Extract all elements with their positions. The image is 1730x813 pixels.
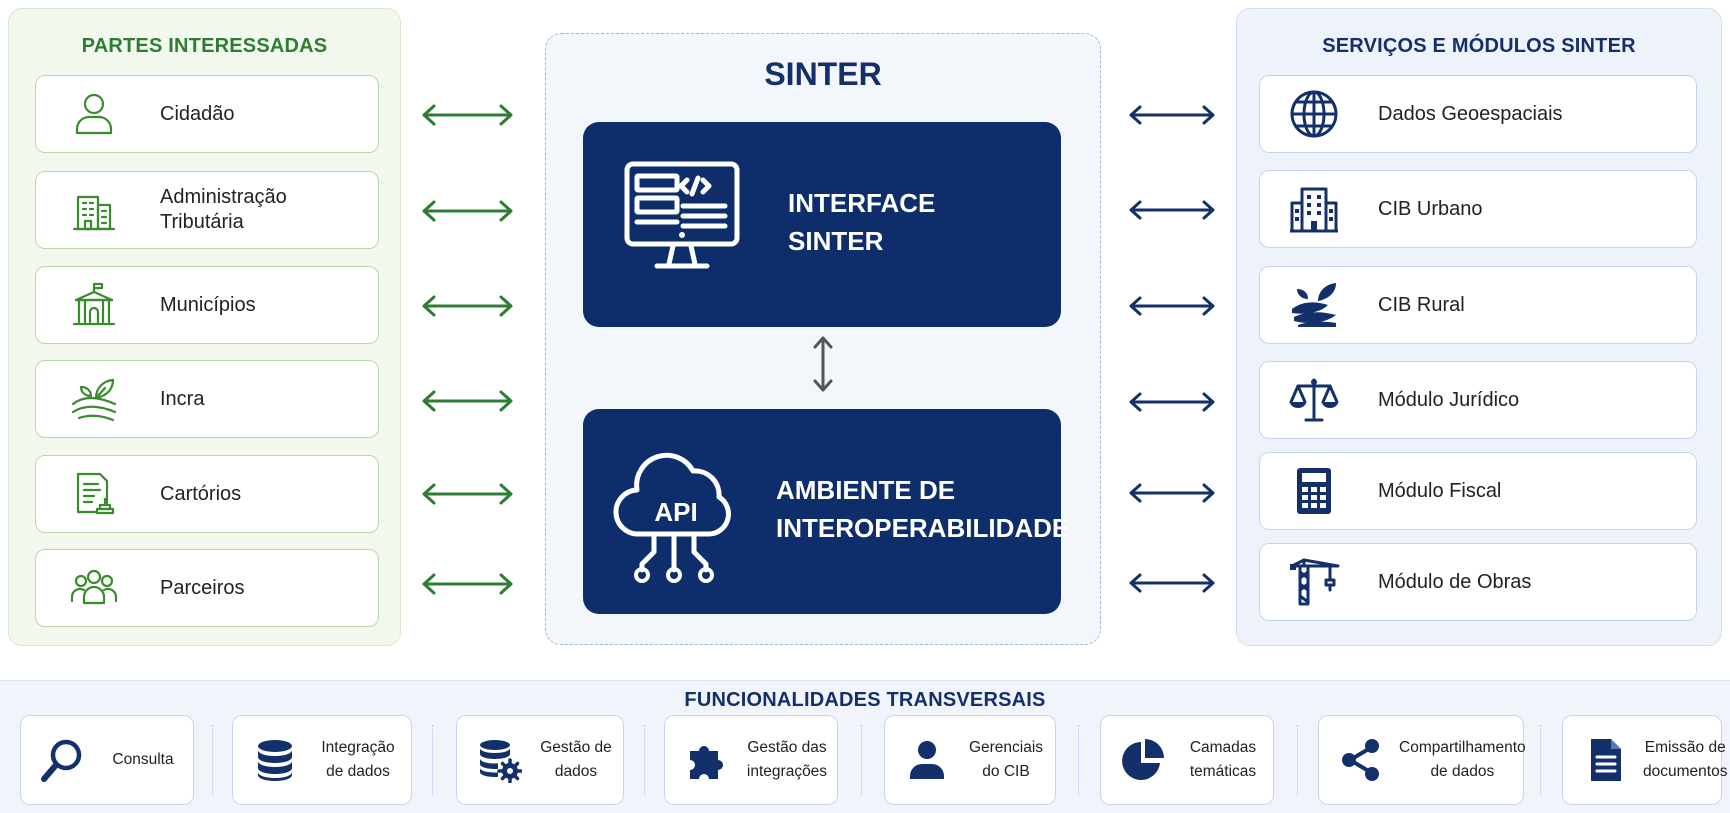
- stakeholder-label: Parceiros: [160, 576, 245, 599]
- feature-divider: [1078, 725, 1079, 795]
- connector-arrow-cib-urbano: [1129, 200, 1215, 220]
- connector-arrow-parceiros: [422, 573, 513, 595]
- sinter-title: SINTER: [764, 56, 882, 92]
- api-icon-text: API: [654, 497, 697, 527]
- feature-divider: [212, 725, 213, 795]
- city-hall-icon: [64, 279, 124, 331]
- field-leaf-icon: [64, 373, 124, 425]
- service-cib-urbano: CIB Urbano: [1259, 170, 1697, 248]
- stakeholder-municipios: Municípios: [35, 266, 379, 344]
- service-label: Módulo Jurídico: [1378, 388, 1520, 411]
- feature-label: Compartilhamento de dados: [1399, 739, 1526, 780]
- services-panel: SERVIÇOS E MÓDULOS SINTER Dados Geoespac…: [1236, 8, 1722, 646]
- connector-arrow-obras: [1129, 573, 1215, 593]
- interface-sinter-box: INTERFACE SINTER: [583, 122, 1061, 327]
- feature-label: Gestão de dados: [540, 739, 612, 780]
- connector-arrow-fiscal: [1129, 483, 1215, 503]
- database-gear-icon: [475, 736, 523, 784]
- feature-divider: [644, 725, 645, 795]
- feature-divider: [1297, 725, 1298, 795]
- feature-label: Consulta: [112, 751, 174, 768]
- building-icon: [64, 184, 124, 236]
- puzzle-icon: [683, 736, 731, 784]
- feature-label: Camadas temáticas: [1189, 739, 1257, 780]
- service-label: Dados Geoespaciais: [1378, 102, 1563, 125]
- feature-label: Integração de dados: [321, 739, 395, 780]
- service-label: Módulo Fiscal: [1378, 479, 1502, 502]
- document-stamp-icon: [64, 468, 124, 520]
- service-cib-rural: CIB Rural: [1259, 266, 1697, 344]
- feature-emissao-de-documentos: Emissão de documentos: [1562, 715, 1727, 805]
- stakeholders-title: PARTES INTERESSADAS: [81, 35, 328, 57]
- stakeholder-cartorios: Cartórios: [35, 455, 379, 533]
- service-label: Módulo de Obras: [1378, 570, 1532, 593]
- feature-label: Emissão de documentos: [1643, 739, 1728, 780]
- feature-gestao-das-integracoes: Gestão das integrações: [664, 715, 838, 805]
- service-modulo-obras: Módulo de Obras: [1259, 543, 1697, 621]
- connector-arrow-incra: [422, 390, 513, 412]
- stakeholders-panel: PARTES INTERESSADAS Cidadão Administraçã…: [8, 8, 401, 646]
- calculator-icon: [1284, 465, 1344, 517]
- pie-chart-icon: [1119, 736, 1167, 784]
- vertical-connector-arrow: [813, 336, 833, 392]
- feature-divider: [432, 725, 433, 795]
- database-icon: [251, 736, 299, 784]
- monitor-code-icon: [624, 161, 740, 269]
- share-icon: [1337, 736, 1385, 784]
- connector-arrow-administracao: [422, 200, 513, 222]
- stakeholder-label: Cartórios: [160, 482, 242, 505]
- feature-consulta: Consulta: [20, 715, 194, 805]
- feature-label: Gestão das integrações: [746, 739, 828, 780]
- services-title: SERVIÇOS E MÓDULOS SINTER: [1322, 35, 1636, 57]
- stakeholder-label: Administração Tributária: [160, 186, 287, 233]
- search-icon: [39, 736, 87, 784]
- service-modulo-juridico: Módulo Jurídico: [1259, 361, 1697, 439]
- globe-icon: [1284, 88, 1344, 140]
- interface-sinter-label: INTERFACE SINTER: [788, 188, 936, 256]
- connector-arrow-cidadao: [422, 104, 513, 126]
- transversal-features-title: FUNCIONALIDADES TRANSVERSAIS: [684, 689, 1046, 711]
- connector-arrow-cartorios: [422, 483, 513, 505]
- stakeholder-parceiros: Parceiros: [35, 549, 379, 627]
- feature-gestao-de-dados: Gestão de dados: [456, 715, 624, 805]
- connector-arrow-municipios: [422, 295, 513, 317]
- stakeholder-label: Incra: [160, 387, 205, 410]
- crane-icon: [1284, 556, 1344, 608]
- connector-arrow-juridico: [1129, 392, 1215, 412]
- stakeholder-incra: Incra: [35, 360, 379, 438]
- document-icon: [1581, 736, 1629, 784]
- feature-divider: [861, 725, 862, 795]
- stakeholder-cidadao: Cidadão: [35, 75, 379, 153]
- service-label: CIB Rural: [1378, 293, 1465, 316]
- stakeholder-label: Municípios: [160, 293, 256, 316]
- user-icon: [903, 736, 951, 784]
- service-dados-geoespaciais: Dados Geoespaciais: [1259, 75, 1697, 153]
- interoperability-label: AMBIENTE DE INTEROPERABILIDADE: [776, 475, 1070, 543]
- interoperability-box: API AMBIENTE DE INTEROPERABILIDADE: [583, 409, 1069, 614]
- cloud-api-icon: API: [613, 452, 731, 583]
- connector-arrow-cib-rural: [1129, 296, 1215, 316]
- feature-compartilhamento-de-dados: Compartilhamento de dados: [1318, 715, 1526, 805]
- stakeholder-administracao-tributaria: Administração Tributária: [35, 171, 379, 249]
- transversal-features-band: FUNCIONALIDADES TRANSVERSAIS Consulta In…: [0, 680, 1730, 813]
- sinter-panel: SINTER INTERFACE SINTER: [545, 33, 1101, 645]
- feature-gerenciais-do-cib: Gerenciais do CIB: [884, 715, 1056, 805]
- feature-label: Gerenciais do CIB: [968, 739, 1044, 780]
- urban-building-icon: [1284, 183, 1344, 235]
- rural-land-icon: [1284, 279, 1344, 331]
- group-icon: [64, 562, 124, 614]
- connector-arrow-geoespaciais: [1129, 105, 1215, 125]
- service-label: CIB Urbano: [1378, 197, 1483, 220]
- stakeholder-label: Cidadão: [160, 102, 235, 125]
- feature-integracao-de-dados: Integração de dados: [232, 715, 412, 805]
- feature-divider: [1540, 725, 1541, 795]
- service-modulo-fiscal: Módulo Fiscal: [1259, 452, 1697, 530]
- scales-icon: [1284, 374, 1344, 426]
- feature-camadas-tematicas: Camadas temáticas: [1100, 715, 1274, 805]
- person-icon: [64, 88, 124, 140]
